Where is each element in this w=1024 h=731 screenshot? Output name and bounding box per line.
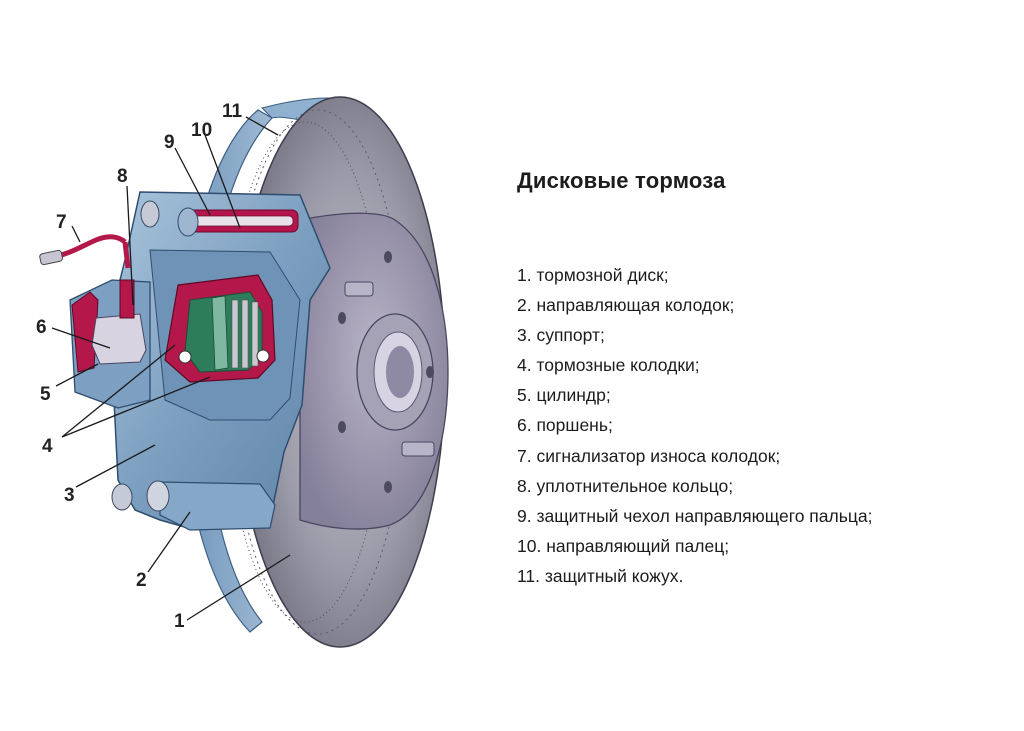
callout-4: 4 bbox=[42, 436, 53, 457]
legend-item: 2. направляющая колодок; bbox=[517, 295, 735, 316]
callout-6: 6 bbox=[36, 317, 47, 338]
legend-item: 11. защитный кожух. bbox=[517, 565, 684, 586]
legend-title: Дисковые тормоза bbox=[517, 168, 726, 193]
legend-item: 3. суппорт; bbox=[517, 325, 605, 346]
legend-item: 9. защитный чехол направляющего пальца; bbox=[517, 505, 873, 526]
legend-item: 7. сигнализатор износа колодок; bbox=[517, 445, 781, 466]
callout-11: 11 bbox=[222, 101, 243, 122]
legend-item: 1. тормозной диск; bbox=[517, 265, 669, 285]
leader-lines bbox=[51, 116, 291, 621]
legend-item: 10. направляющий палец; bbox=[517, 535, 730, 556]
callout-1: 1 bbox=[174, 611, 185, 632]
legend-list: 1. тормозной диск; 2. направляющая колод… bbox=[517, 260, 1017, 591]
legend-item: 8. уплотнительное кольцо; bbox=[517, 475, 734, 496]
legend-item: 5. цилиндр; bbox=[517, 385, 611, 406]
guide-pin bbox=[177, 207, 299, 237]
legend-item: 6. поршень; bbox=[517, 415, 613, 436]
wheel-hub bbox=[299, 212, 449, 530]
callout-7: 7 bbox=[56, 212, 67, 233]
callout-3: 3 bbox=[64, 485, 75, 506]
callout-numbers: 1 2 3 4 5 6 7 8 9 10 11 bbox=[36, 101, 243, 632]
callout-10: 10 bbox=[191, 120, 212, 141]
legend-item: 4. тормозные колодки; bbox=[517, 355, 700, 376]
callout-8: 8 bbox=[117, 166, 128, 187]
legend: Дисковые тормоза 1. тормозной диск; 2. н… bbox=[517, 168, 1017, 591]
wheel-bolts bbox=[344, 281, 435, 457]
brake-pads bbox=[164, 274, 276, 383]
callout-5: 5 bbox=[40, 384, 51, 405]
piston bbox=[91, 313, 147, 365]
callout-9: 9 bbox=[164, 132, 175, 153]
sealing-ring bbox=[119, 279, 135, 319]
wear-indicator bbox=[39, 234, 131, 269]
wheel-studs bbox=[338, 251, 434, 493]
callout-2: 2 bbox=[136, 570, 147, 591]
